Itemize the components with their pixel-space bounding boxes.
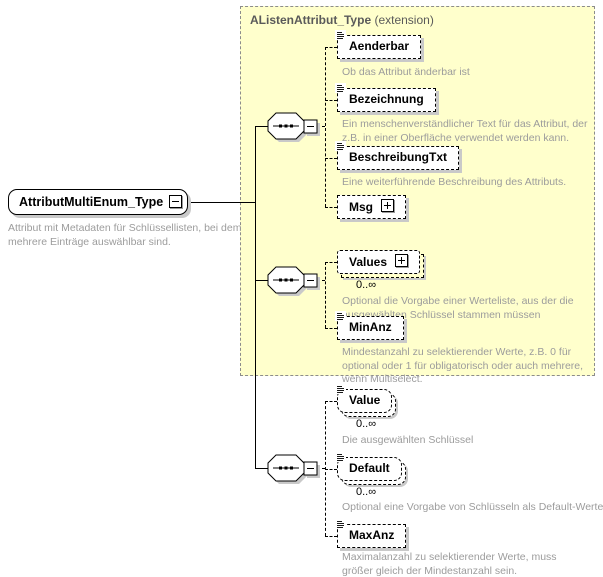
text-content-icon	[335, 384, 346, 394]
element-maxanz-annotation: Maximalanzahl zu selektierender Werte, m…	[342, 551, 557, 577]
element-beschreibungtxt-annotation: Eine weiterführende Beschreibung des Att…	[342, 176, 567, 188]
element-default[interactable]: Default 0..∞	[335, 452, 406, 498]
text-content-icon	[335, 452, 346, 462]
sequence-compositor-1[interactable]	[266, 111, 320, 143]
dashed-stub-beschreibungtxt	[325, 158, 337, 159]
dashed-stub-aenderbar	[325, 47, 337, 48]
dashed-trunk-group3	[325, 401, 326, 536]
root-type-description: Attribut mit Metadaten für Schlüssellist…	[8, 222, 242, 248]
occurrence-label: 0..∞	[356, 279, 377, 291]
dashed-stub-default	[325, 469, 337, 470]
element-bezeichnung[interactable]: Bezeichnung	[335, 83, 436, 112]
element-label: Aenderbar	[349, 39, 410, 53]
element-label: Bezeichnung	[349, 92, 424, 106]
connector-stub-seq2	[255, 280, 268, 281]
element-maxanz[interactable]: MaxAnz	[335, 519, 407, 548]
connector-trunk	[255, 126, 256, 468]
extension-frame: AListenAttribut_Type (extension)	[240, 6, 595, 376]
root-type-node[interactable]: AttributMultiEnum_Type	[8, 189, 188, 215]
element-values[interactable]: Values 0..∞	[337, 250, 425, 291]
occurrence-label: 0..∞	[356, 486, 377, 498]
dashed-stub-bezeichnung	[325, 100, 337, 101]
element-label: Value	[349, 393, 381, 407]
element-values-annotation: Optional die Vorgabe einer Werteliste, a…	[342, 295, 574, 321]
dashed-stub-value	[325, 401, 337, 402]
element-label: Msg	[349, 200, 373, 214]
collapse-icon[interactable]	[169, 195, 182, 208]
dashed-stub-maxanz	[325, 536, 337, 537]
extension-type-name: AListenAttribut_Type	[250, 13, 372, 27]
element-default-annotation: Optional eine Vorgabe von Schlüsseln als…	[342, 501, 603, 513]
element-bezeichnung-annotation: Ein menschenverständlicher Text für das …	[342, 118, 588, 144]
element-label: MaxAnz	[349, 528, 395, 542]
element-label: Values	[349, 255, 388, 269]
dashed-stub-values	[325, 262, 337, 263]
element-aenderbar[interactable]: Aenderbar	[335, 30, 422, 59]
element-value[interactable]: Value 0..∞	[335, 384, 397, 430]
element-minanz-annotation: Mindestanzahl zu selektierender Werte, z…	[342, 346, 584, 385]
text-content-icon	[335, 311, 346, 321]
element-beschreibungtxt[interactable]: BeschreibungTxt	[335, 141, 460, 170]
element-label: Default	[349, 461, 390, 475]
text-content-icon	[335, 83, 346, 93]
dashed-stub-msg	[325, 207, 337, 208]
sequence-compositor-3[interactable]	[266, 453, 320, 485]
text-content-icon	[335, 30, 346, 40]
expand-icon[interactable]	[381, 199, 394, 212]
connector-root-to-trunk	[186, 202, 255, 203]
dashed-trunk-group2	[325, 262, 326, 328]
dashed-stub-minanz	[325, 328, 337, 329]
element-label: MinAnz	[349, 320, 392, 334]
text-content-icon	[335, 519, 346, 529]
connector-stub-seq3	[255, 468, 268, 469]
occurrence-label: 0..∞	[356, 418, 377, 430]
dashed-trunk-group1	[325, 47, 326, 207]
element-value-annotation: Die ausgewählten Schlüssel	[342, 434, 474, 446]
element-label: BeschreibungTxt	[349, 150, 448, 164]
element-minanz[interactable]: MinAnz	[335, 311, 404, 340]
root-type-label: AttributMultiEnum_Type	[19, 195, 164, 209]
text-content-icon	[335, 141, 346, 151]
expand-icon[interactable]	[395, 254, 409, 267]
dashed-stub-seq3	[317, 468, 325, 469]
extension-title: AListenAttribut_Type (extension)	[250, 13, 434, 27]
connector-stub-seq1	[255, 126, 268, 127]
sequence-compositor-2[interactable]	[266, 265, 320, 297]
extension-suffix: (extension)	[371, 13, 434, 27]
dashed-stub-seq1	[317, 126, 325, 127]
element-msg[interactable]: Msg	[337, 195, 406, 219]
element-aenderbar-annotation: Ob das Attribut änderbar ist	[342, 66, 470, 78]
dashed-stub-seq2	[317, 280, 325, 281]
